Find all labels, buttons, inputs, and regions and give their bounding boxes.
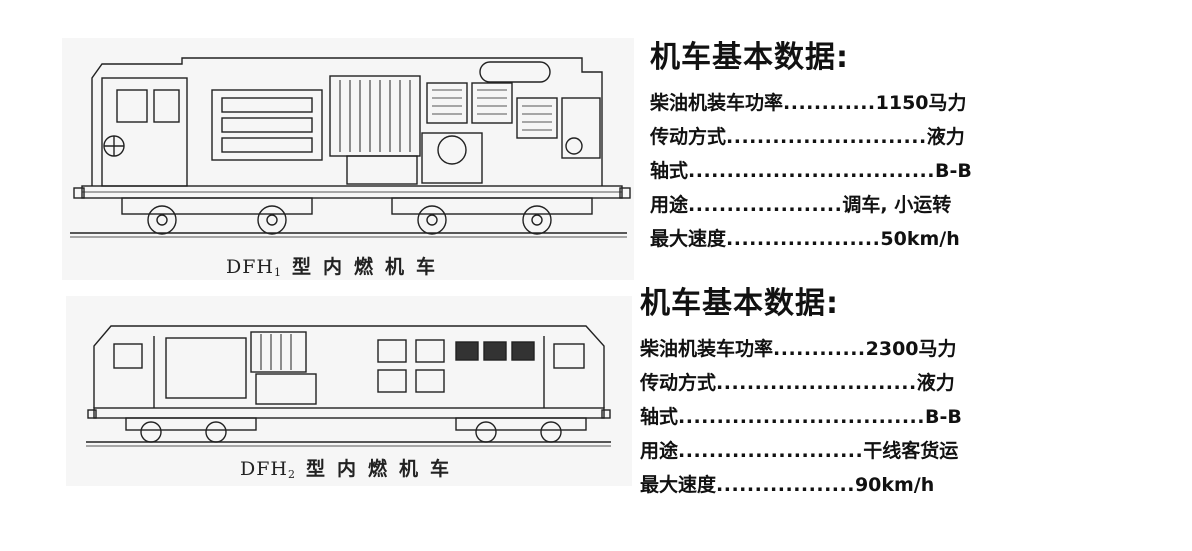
dfh2-specs: 机车基本数据: 柴油机装车功率 ............2300马力 传动方式 … [640,284,980,502]
spec-row-transmission: 传动方式 ..........................液力 [640,372,955,394]
dfh1-specs: 机车基本数据: 柴油机装车功率 ............1150马力 传动方式 … [650,38,990,256]
dfh1-locomotive-drawing [70,57,631,238]
specs-title: 机车基本数据: [640,286,839,321]
spec-row-transmission: 传动方式 ..........................液力 [650,126,965,148]
spec-row-axle: 轴式 ................................B-B [650,160,972,182]
spec-row-power: 柴油机装车功率 ............2300马力 [640,338,957,360]
spec-row-power: 柴油机装车功率 ............1150马力 [650,92,967,114]
spec-row-speed: 最大速度 ..................90km/h [640,474,935,496]
spec-row-speed: 最大速度 ....................50km/h [650,228,960,250]
spec-row-use: 用途 ........................干线客货运 [640,440,959,462]
spec-row-axle: 轴式 ................................B-B [640,406,962,428]
dfh2-locomotive-drawing [86,325,611,447]
specs-title: 机车基本数据: [650,40,849,75]
spec-row-use: 用途 ....................调车, 小运转 [650,194,952,216]
